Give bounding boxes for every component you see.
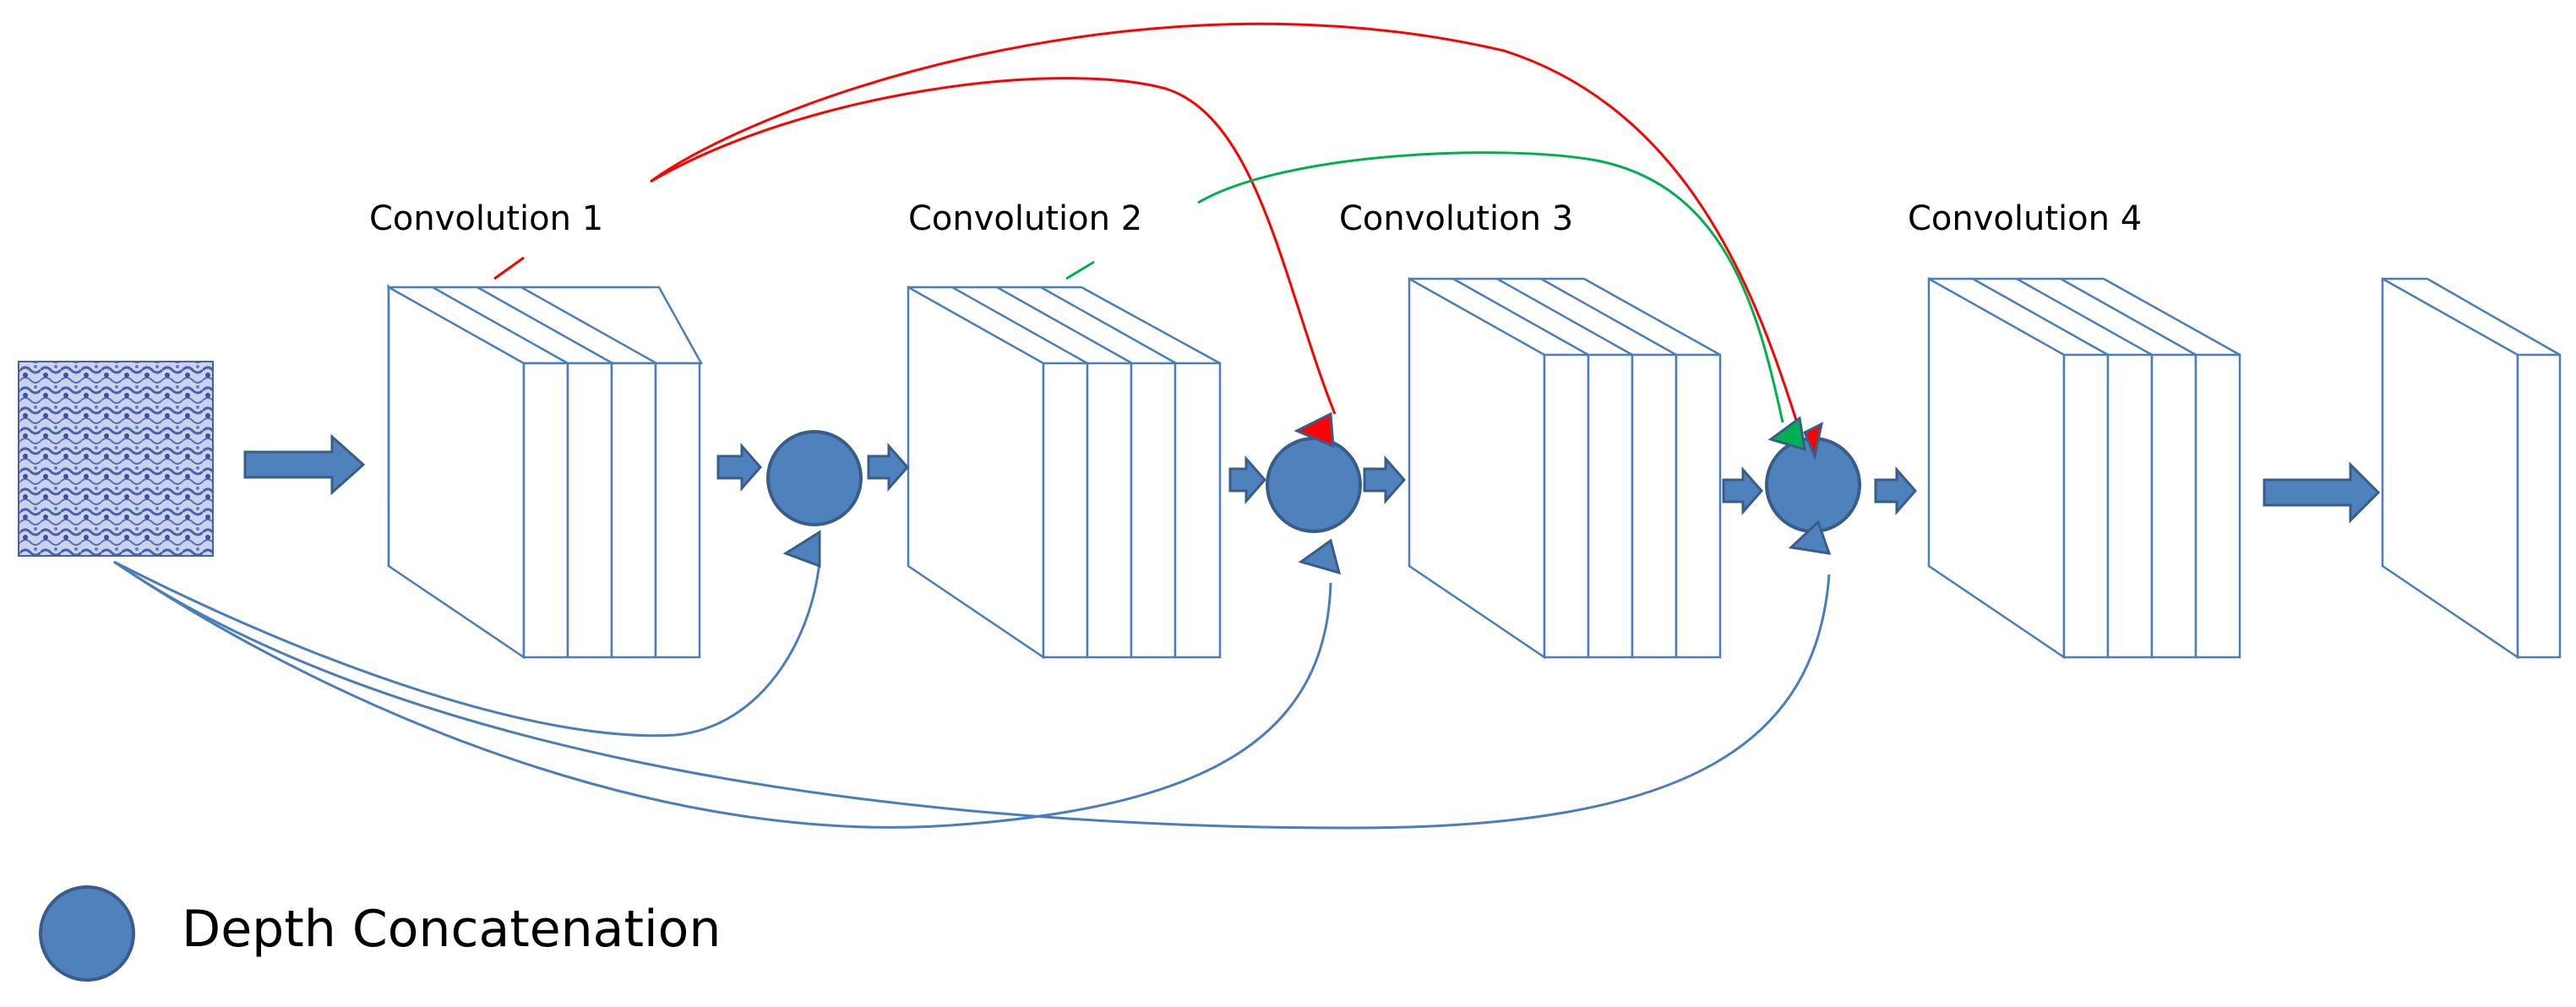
arrow-concat2-to-conv3 [1363, 455, 1406, 504]
arrow-conv3-to-concat3 [1722, 466, 1763, 515]
conv2-label: Convolution 2 [908, 199, 1143, 238]
arrow-input-to-conv1 [243, 433, 366, 496]
legend [39, 885, 135, 982]
arrow-concat1-to-conv2 [867, 443, 909, 492]
conv1-label: Convolution 1 [369, 199, 604, 238]
input-image [18, 361, 214, 557]
conv1-block [386, 283, 704, 660]
output-block [2381, 276, 2562, 660]
conv2-block [907, 285, 1222, 660]
arrow-conv4-to-output [2263, 461, 2381, 524]
legend-concat-icon [39, 885, 135, 982]
flow-arrows [243, 433, 2381, 524]
concat-node-2 [1266, 411, 1362, 575]
conv4-label: Convolution 4 [1908, 199, 2143, 238]
legend-label: Depth Concatenation [182, 900, 722, 959]
conv3-block [1408, 276, 1722, 660]
skip-connection-green [1065, 151, 1784, 423]
concat-node-1 [766, 430, 863, 569]
conv3-label: Convolution 3 [1339, 199, 1574, 238]
concat-node-3 [1765, 416, 1861, 555]
skip-connections-blue [113, 560, 1831, 830]
arrow-conv1-to-concat1 [716, 443, 762, 492]
arrow-conv2-to-concat2 [1228, 455, 1266, 504]
arrow-concat3-to-conv4 [1874, 466, 1917, 515]
conv4-block [1927, 276, 2241, 660]
skip-connections-red [493, 22, 1801, 432]
